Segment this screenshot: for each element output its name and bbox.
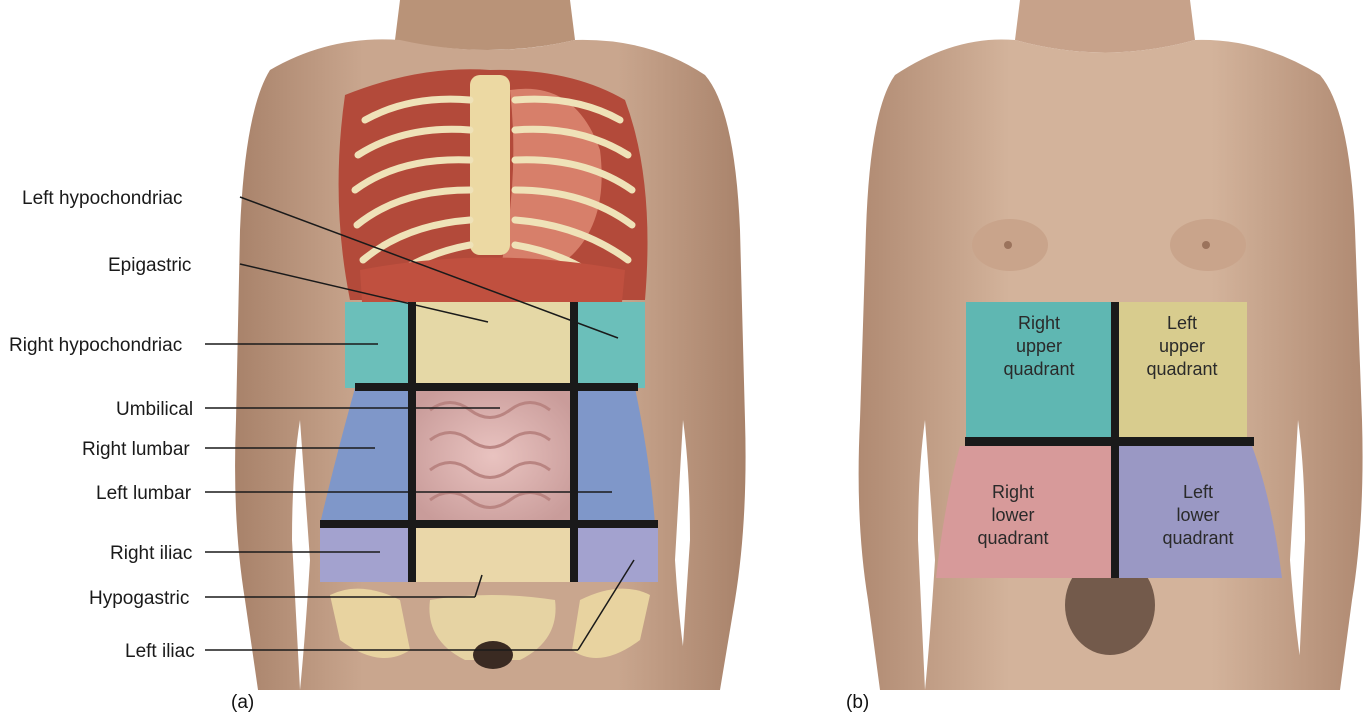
ruq-label-line2: upper	[1016, 336, 1062, 356]
panel-a-labels: Left hypochondriac Epigastric Right hypo…	[9, 188, 254, 713]
label-left-iliac: Left iliac	[125, 641, 195, 662]
llq-label-line3: quadrant	[1162, 528, 1233, 548]
ruq-label-line1: Right	[1018, 313, 1060, 333]
grid-vertical-left	[570, 302, 578, 582]
label-right-hypochondriac: Right hypochondriac	[9, 335, 182, 356]
ruq-label-line3: quadrant	[1003, 359, 1074, 379]
label-right-iliac: Right iliac	[110, 543, 192, 564]
rlq-label-line3: quadrant	[977, 528, 1048, 548]
grid-vertical-right	[408, 302, 416, 582]
rlq-label-line1: Right	[992, 482, 1034, 502]
label-left-lumbar: Left lumbar	[96, 483, 192, 504]
grid-horizontal-lower	[320, 520, 658, 528]
thorax-illustration	[339, 69, 648, 302]
label-left-hypochondriac: Left hypochondriac	[22, 188, 183, 209]
grid-horizontal-upper	[355, 383, 638, 391]
label-hypogastric: Hypogastric	[89, 588, 189, 609]
luq-label-line2: upper	[1159, 336, 1205, 356]
label-right-lumbar: Right lumbar	[82, 439, 190, 460]
panel-b-tag: (b)	[846, 692, 869, 713]
label-epigastric: Epigastric	[108, 255, 191, 276]
llq-label-line2: lower	[1176, 505, 1219, 525]
abdominal-nine-regions	[320, 302, 658, 669]
luq-label-line1: Left	[1167, 313, 1197, 333]
llq-label-line1: Left	[1183, 482, 1213, 502]
rlq-label-line2: lower	[991, 505, 1034, 525]
label-umbilical: Umbilical	[116, 399, 193, 420]
luq-label-line3: quadrant	[1146, 359, 1217, 379]
quadrant-horizontal-line	[965, 437, 1254, 446]
panel-a-tag: (a)	[231, 692, 254, 713]
